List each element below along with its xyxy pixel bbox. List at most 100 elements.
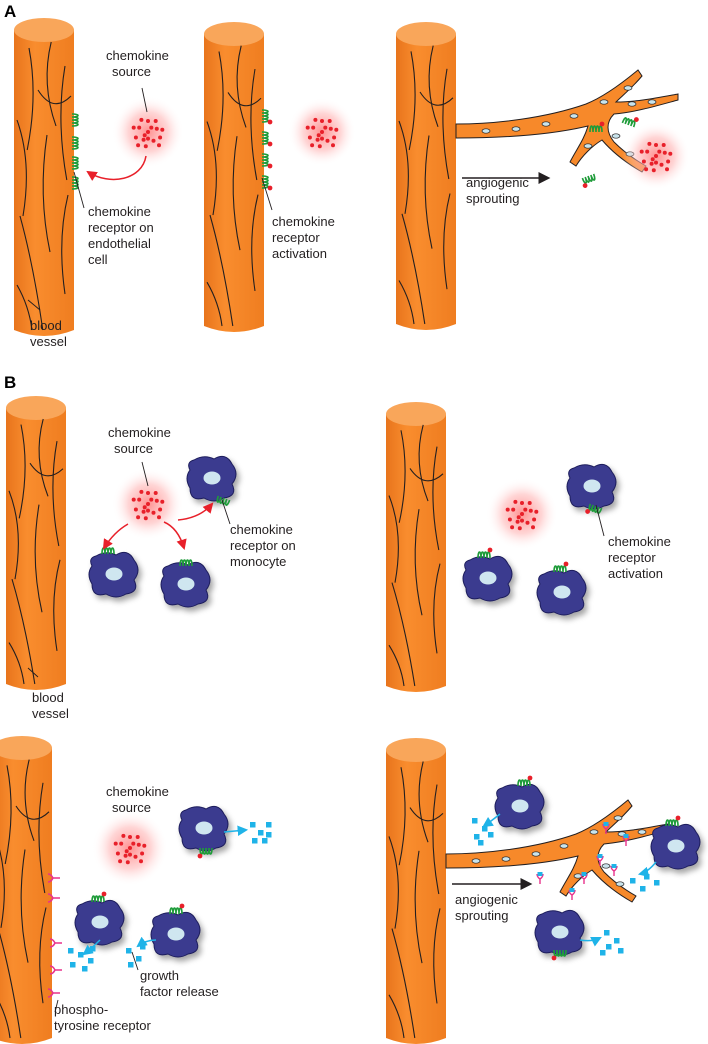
sprout-b4 <box>445 799 669 903</box>
growth-factors-b4-0 <box>472 818 494 846</box>
receptor-a1-0-coil <box>71 113 79 127</box>
phospho-receptor-b4-1 <box>622 834 630 846</box>
growth-factors-b4-1-sq-1 <box>654 880 660 886</box>
vessel-b1-border-1 <box>18 424 26 519</box>
sprout-a3-nucleus-6 <box>627 101 637 107</box>
chemokine-source-a1-dot-12 <box>143 144 148 149</box>
receptor-b3-1-ligand <box>101 891 107 897</box>
chemokine-source-a2-dot-11 <box>334 127 339 132</box>
vessel-a1 <box>14 18 74 336</box>
chemokine-source-b2 <box>486 478 558 550</box>
chemokine-source-b2-dot-16 <box>516 515 521 520</box>
growth-factors-b3-2-sq-3 <box>140 944 146 950</box>
receptor-a2-1 <box>261 131 273 147</box>
vessel-b4-border-8 <box>388 994 405 1039</box>
vessel-b1-body <box>6 408 66 690</box>
chemokine-source-a3-dot-0 <box>654 154 658 158</box>
chemokine-source-b3-dot-9 <box>135 835 140 839</box>
monocyte-b2-2-nucleus <box>553 585 571 599</box>
phospho-receptor-b4-5-gf <box>569 888 575 892</box>
growth-factors-b4-1-sq-3 <box>630 878 636 884</box>
growth-factors-b4-2-sq-1 <box>614 938 620 944</box>
receptor-a2-0 <box>261 109 273 125</box>
vessel-a3-border-1 <box>408 51 416 151</box>
receptor-b4-2-ligand <box>551 955 557 961</box>
chemokine-source-b1-dot-10 <box>131 497 136 502</box>
chemokine-source-a2-dot-0 <box>320 130 324 134</box>
phospho-receptor-b4-2-fork <box>596 855 604 866</box>
vessel-a1-cell-borders <box>16 41 72 331</box>
chemokine-source-b3-dot-2 <box>136 842 141 847</box>
vessel-b1-border-5 <box>53 559 61 651</box>
phospho-receptor-b4-5-fork <box>568 889 576 900</box>
arrow-b4-gf-2 <box>579 937 602 947</box>
vessel-a1-body <box>14 30 74 336</box>
panel-label-a: A <box>4 2 16 21</box>
chemokine-source-a3-dot-8 <box>647 141 652 146</box>
leader-b3-growth <box>131 951 139 971</box>
growth-factors-b4-1-sq-0 <box>644 874 650 880</box>
chemokine-source-b1-dot-5 <box>133 507 138 512</box>
sprout-b4-nucleus-9 <box>615 881 625 887</box>
label-a1-receptor: chemokine receptor on endothelial cell <box>88 204 157 267</box>
vessel-a3-border-5 <box>443 193 451 290</box>
label-b2-activation: chemokine receptor activation <box>608 534 675 581</box>
chemokine-source-b1-dot-13 <box>157 515 161 520</box>
receptor-a2-1-coil <box>261 131 269 145</box>
growth-factors-b4-1-sq-2 <box>640 886 646 892</box>
phospho-receptor-b4-3-gf <box>581 872 587 876</box>
vessel-b4-body <box>386 750 446 1044</box>
vessel-b3-cell-borders <box>0 759 50 1039</box>
chemokine-source-a1-dot-14 <box>136 143 141 148</box>
vessel-a2-border-8 <box>206 281 223 327</box>
chemokine-source-b1-dot-6 <box>158 507 163 512</box>
monocyte-b3-1-nucleus <box>91 915 109 929</box>
chemokine-source-b2-dot-10 <box>505 507 510 512</box>
receptor-a3-2 <box>581 173 596 188</box>
growth-factors-b3-1-sq-0 <box>68 948 74 954</box>
growth-factors-b4-0-sq-2 <box>474 834 480 840</box>
phospho-receptor-b4-5 <box>568 888 576 900</box>
growth-factors-b4-2-sq-0 <box>604 930 610 936</box>
vessel-a1-border-7 <box>37 89 72 105</box>
chemokine-source-a1-dot-8 <box>139 117 144 122</box>
vessel-b2-body <box>386 414 446 692</box>
label-b3-source: chemokine source <box>106 784 173 815</box>
vessel-b4-border-2 <box>432 784 440 895</box>
monocyte-b1-2-nucleus <box>177 577 195 591</box>
chemokine-source-b2-dot-0 <box>520 512 524 516</box>
label-b3-phospho: phospho- tyrosine receptor <box>54 1002 151 1033</box>
growth-factors-b3-1-sq-3 <box>70 962 76 968</box>
chemokine-source-a1-dot-10 <box>131 125 136 130</box>
phospho-receptor-b4-2-gf <box>597 854 603 858</box>
receptor-b1-2 <box>179 559 193 567</box>
receptor-a2-1-ligand <box>267 141 273 147</box>
chemokine-source-a3-dot-14 <box>644 167 649 172</box>
phospho-receptor-b4-4 <box>610 864 618 876</box>
chemokine-source-a3-dot-4 <box>659 162 664 167</box>
growth-factors-b3-1-sq-1 <box>78 952 84 958</box>
growth-factors-b3-0-sq-0 <box>250 822 256 828</box>
vessel-a2-border-7 <box>227 92 262 107</box>
receptor-b3-0-ligand <box>197 853 203 859</box>
label-b1-receptor: chemokine receptor on monocyte <box>230 522 299 569</box>
chemokine-source-b1-dot-3 <box>141 509 146 514</box>
chemokine-source-a1-dot-2 <box>154 126 159 131</box>
chemokine-source-a2-dot-3 <box>315 137 320 142</box>
chemokine-source-a2-dot-10 <box>305 125 310 130</box>
chemokine-source-a2-dot-1 <box>311 125 316 130</box>
chemokine-source-a2-dot-9 <box>327 119 332 123</box>
vessel-a1-border-8 <box>16 284 33 331</box>
monocyte-b3-2 <box>150 911 201 958</box>
monocyte-b4-2-nucleus <box>551 925 569 939</box>
monocyte-b3-0 <box>178 805 229 852</box>
arrow-b3-gf-0 <box>223 825 249 836</box>
vessel-b3-border-5 <box>39 907 47 1004</box>
vessel-a1-border-3 <box>16 119 27 217</box>
chemokine-source-a2-dot-17 <box>320 136 324 141</box>
chemokine-source-a3-dot-2 <box>662 150 667 155</box>
growth-factors-b4-0-sq-1 <box>482 826 488 832</box>
sprout-a3-nucleus-10 <box>583 143 593 149</box>
monocyte-b1-1-nucleus <box>105 567 123 581</box>
receptor-b3-2-ligand <box>179 903 185 909</box>
